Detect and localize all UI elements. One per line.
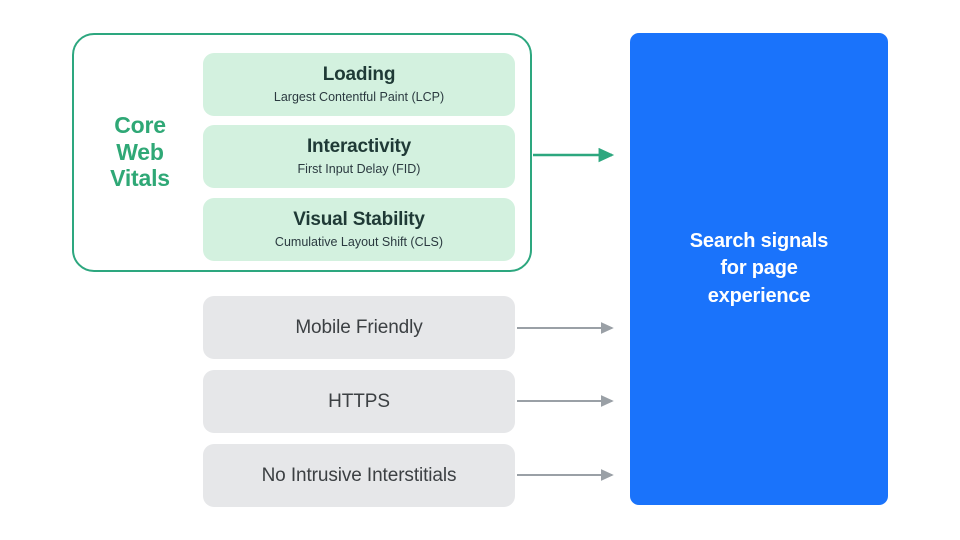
metric-title-interactivity: Interactivity bbox=[306, 135, 412, 157]
search-signals-line-3: experience bbox=[707, 284, 811, 307]
core-web-vitals-group-label: Core Web Vitals bbox=[88, 112, 192, 192]
search-signals-panel-text: Search signals for page experience bbox=[659, 228, 859, 311]
metric-subtitle-loading: Largest Contentful Paint (LCP) bbox=[273, 89, 445, 104]
metric-pill-interactivity: Interactivity First Input Delay (FID) bbox=[203, 125, 515, 188]
core-web-vitals-label-line-2: Web bbox=[116, 138, 164, 165]
metric-title-visual-stability: Visual Stability bbox=[293, 208, 425, 230]
signal-title-https: HTTPS bbox=[328, 390, 390, 412]
metric-subtitle-interactivity: First Input Delay (FID) bbox=[297, 161, 421, 176]
metric-subtitle-visual-stability: Cumulative Layout Shift (CLS) bbox=[274, 234, 444, 249]
signal-title-no-intrusive-interstitials: No Intrusive Interstitials bbox=[261, 464, 457, 486]
core-web-vitals-label-line-3: Vitals bbox=[110, 165, 170, 192]
signal-pill-https: HTTPS bbox=[203, 370, 515, 433]
search-signals-line-2: for page bbox=[720, 257, 798, 280]
core-web-vitals-label-line-1: Core bbox=[114, 112, 166, 138]
metric-pill-loading: Loading Largest Contentful Paint (LCP) bbox=[203, 53, 515, 116]
search-signals-panel: Search signals for page experience bbox=[630, 33, 888, 505]
metric-title-loading: Loading bbox=[322, 63, 396, 85]
signal-pill-no-intrusive-interstitials: No Intrusive Interstitials bbox=[203, 444, 515, 507]
signal-title-mobile-friendly: Mobile Friendly bbox=[295, 316, 423, 338]
signal-pill-mobile-friendly: Mobile Friendly bbox=[203, 296, 515, 359]
search-signals-line-1: Search signals bbox=[689, 229, 829, 252]
metric-pill-visual-stability: Visual Stability Cumulative Layout Shift… bbox=[203, 198, 515, 261]
